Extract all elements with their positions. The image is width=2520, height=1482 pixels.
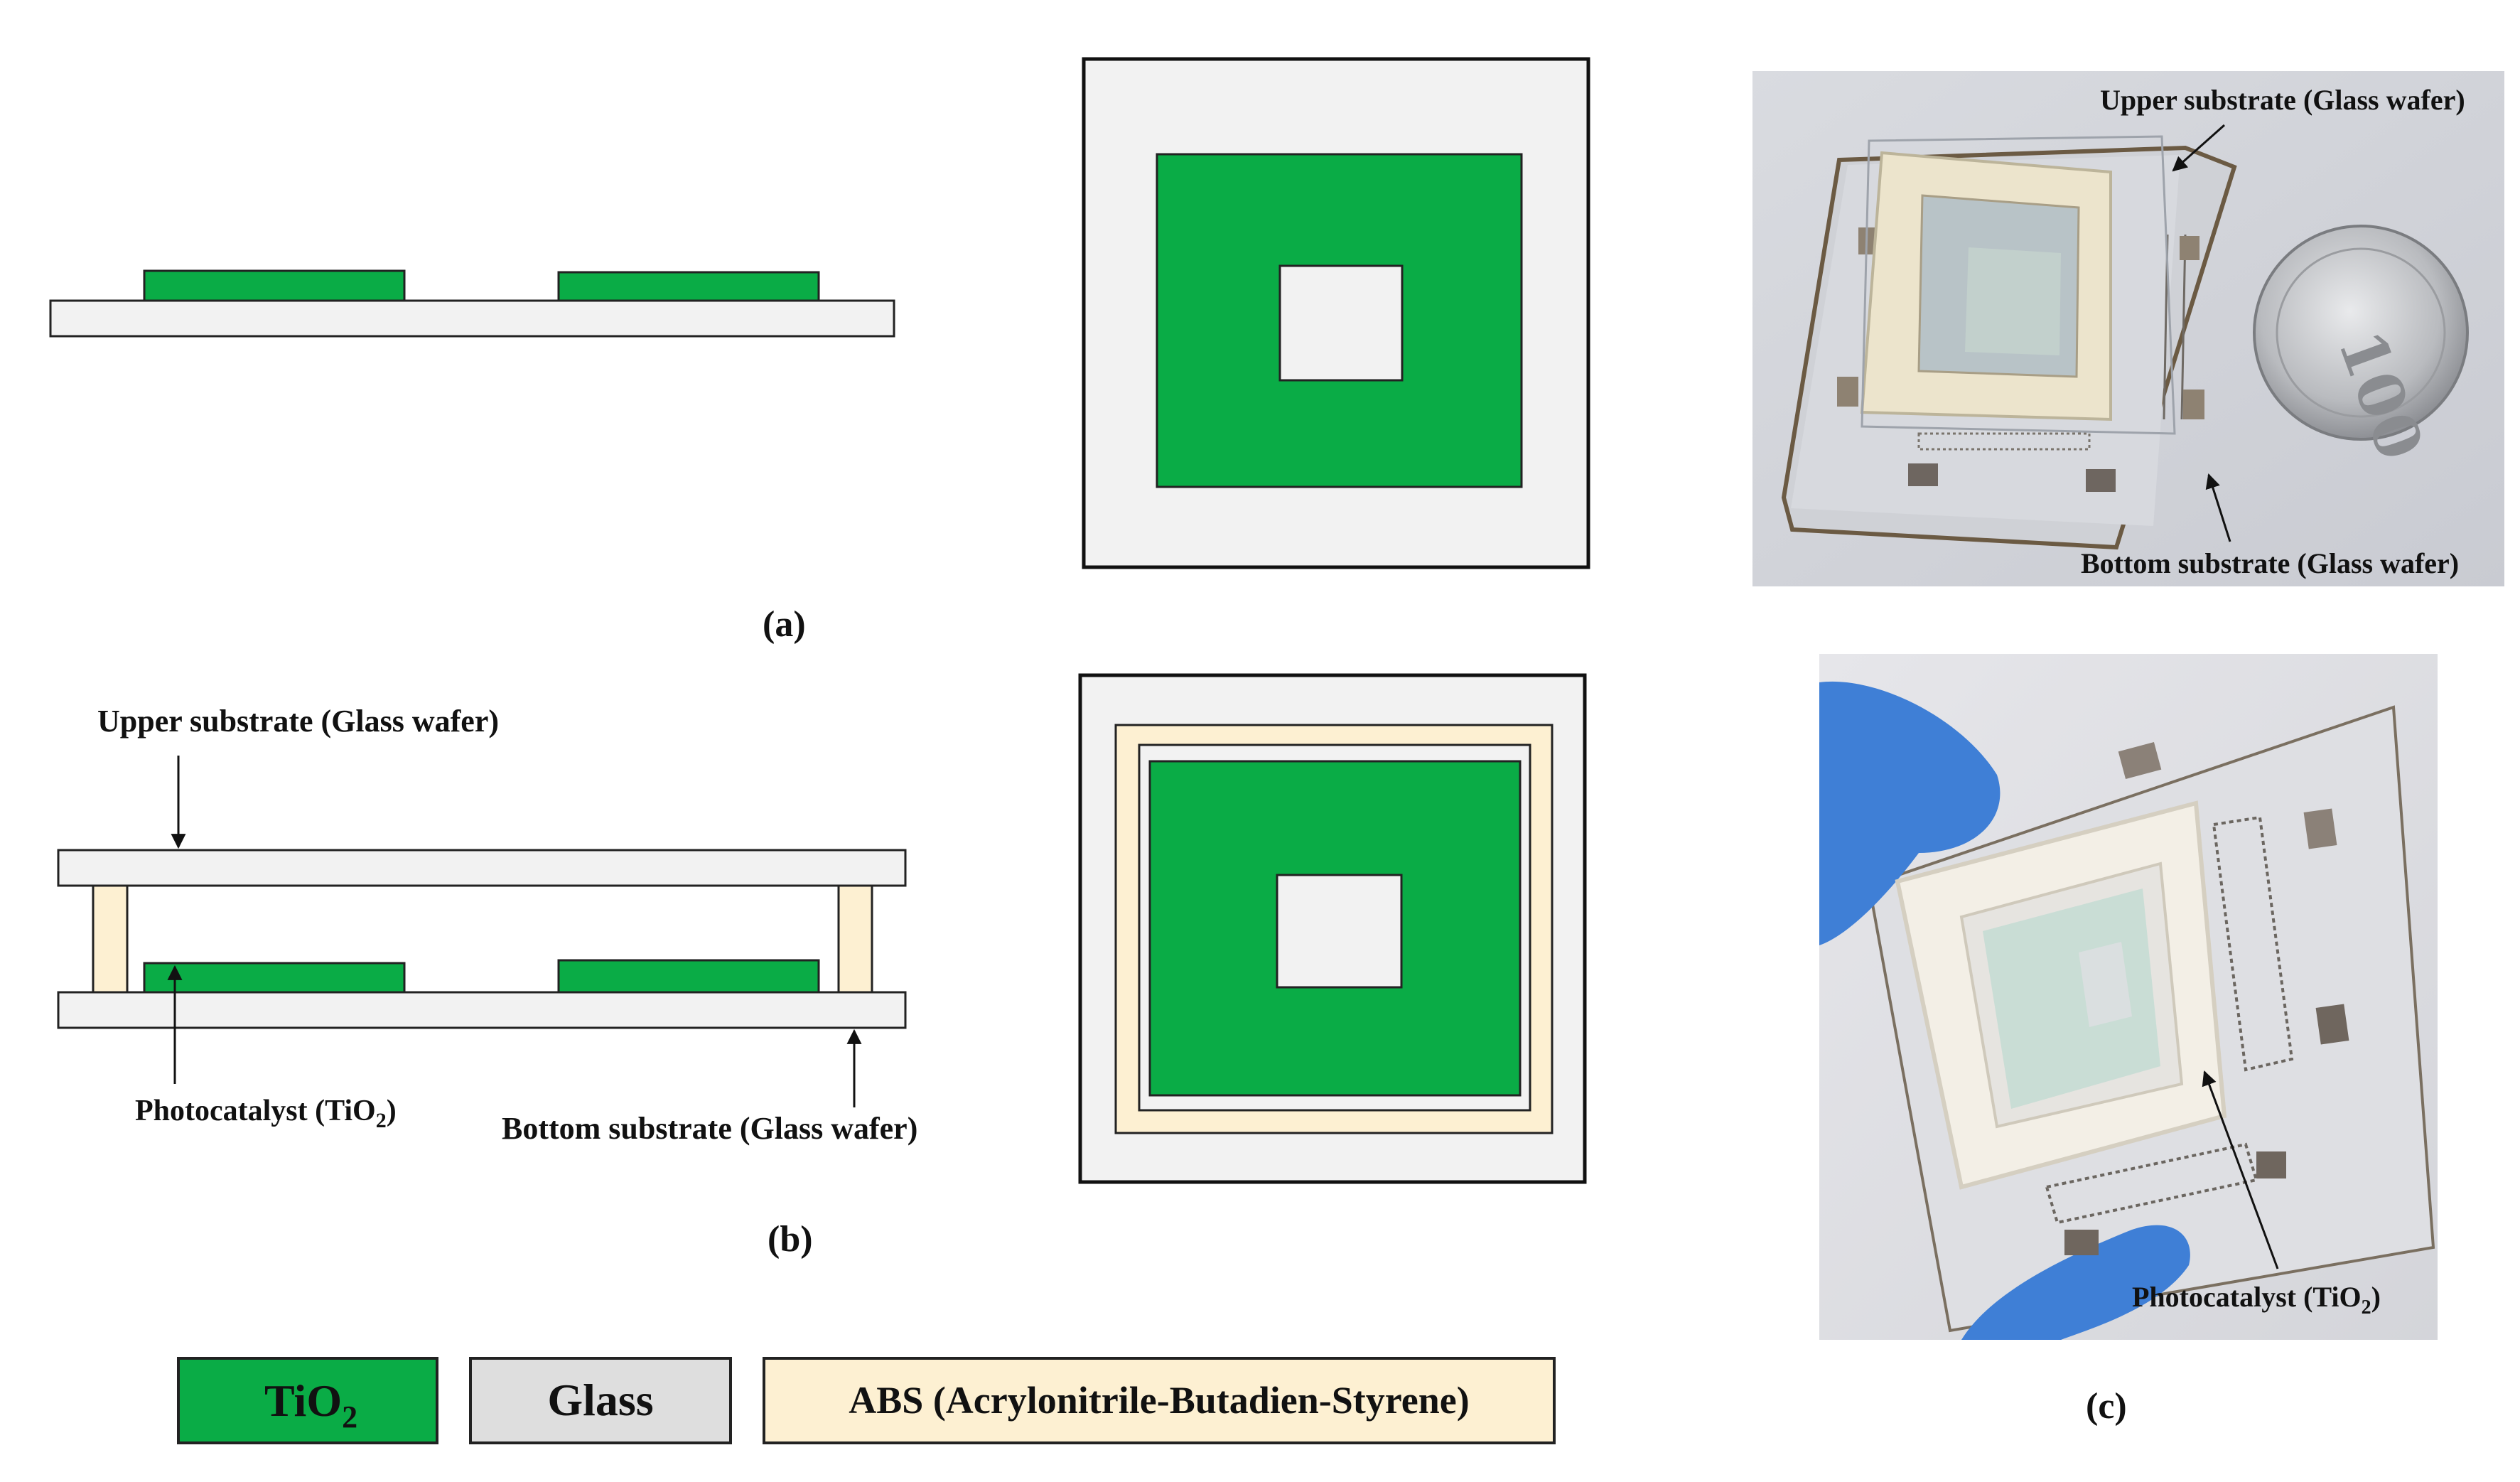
- caption-c: (c): [2086, 1386, 2127, 1427]
- electrode-pad: [2183, 390, 2204, 419]
- panel-b-top-view: [1078, 673, 1587, 1184]
- bottom-glass-wafer: [57, 991, 907, 1029]
- panel-a-top-view: [1082, 57, 1590, 569]
- tio2-film-left: [143, 269, 406, 302]
- caption-a: (a): [763, 604, 806, 645]
- photo1-upper-label: Upper substrate (Glass wafer): [2100, 84, 2465, 116]
- comb-electrode-bottom: [1917, 432, 2091, 451]
- comb-electrode-right: [2212, 815, 2294, 1072]
- electrode-pad: [2086, 469, 2116, 492]
- panel-b-cross-section: Upper substrate (Glass wafer) Photocatal…: [57, 704, 917, 1146]
- legend-tio2-label: TiO2: [264, 1375, 357, 1434]
- tio2-film-right: [557, 271, 820, 302]
- electrode-pad: [1837, 377, 1858, 407]
- photo1-bottom-label: Bottom substrate (Glass wafer): [2081, 547, 2459, 579]
- upper-substrate-label: Upper substrate (Glass wafer): [97, 704, 499, 739]
- legend-glass-swatch: [469, 1357, 732, 1444]
- legend: TiO2 Glass ABS (Acrylonitrile-Butadien-S…: [177, 1357, 1556, 1444]
- upper-substrate-arrow: [2172, 124, 2225, 172]
- photo2-label: Photocatalyst (TiO2): [2132, 1281, 2381, 1319]
- glass-window: [2079, 942, 2132, 1027]
- legend-tio2-swatch: [177, 1357, 438, 1444]
- photocatalyst-arrow: [2202, 1070, 2279, 1269]
- electrode-pad: [2315, 1004, 2349, 1045]
- electrode-pad: [2303, 808, 2337, 849]
- electrode-pad: [2064, 1230, 2099, 1255]
- tio2-film-right: [557, 959, 820, 994]
- comb-electrode-bottom: [2045, 1142, 2258, 1225]
- electrode-pad: [2118, 741, 2162, 780]
- caption-b: (b): [768, 1219, 813, 1260]
- legend-abs-swatch: [763, 1357, 1556, 1444]
- glass-window: [1278, 264, 1404, 382]
- photocatalyst-label: Photocatalyst (TiO2): [135, 1095, 397, 1132]
- panel-a-cross-section: [49, 269, 895, 338]
- upper-glass: [1861, 135, 2176, 435]
- glove-top: [1819, 681, 2001, 945]
- abs-spacer-right: [837, 884, 873, 994]
- bottom-substrate-label: Bottom substrate (Glass wafer): [502, 1111, 917, 1146]
- electrode-pad: [2256, 1151, 2286, 1178]
- coin: [2253, 225, 2469, 441]
- tio2-film-left: [143, 962, 406, 994]
- bottom-substrate-arrow: [2205, 473, 2231, 542]
- glass-window: [1276, 874, 1403, 989]
- electrode-pad: [1908, 463, 1938, 486]
- upper-glass-wafer: [57, 849, 907, 887]
- electrode-pad: [2180, 236, 2199, 260]
- glove-bottom: [1961, 1225, 2190, 1340]
- photo-device-held: Photocatalyst (TiO2): [1819, 654, 2438, 1340]
- bottom-glass-wafer: [49, 299, 895, 338]
- abs-spacer-left: [92, 884, 129, 994]
- legend-glass-label: Glass: [547, 1375, 653, 1425]
- photo-device-with-coin: 100 Upper substrate (Glass wafer) Bottom…: [1752, 71, 2504, 586]
- legend-abs-label: ABS (Acrylonitrile-Butadien-Styrene): [849, 1379, 1469, 1422]
